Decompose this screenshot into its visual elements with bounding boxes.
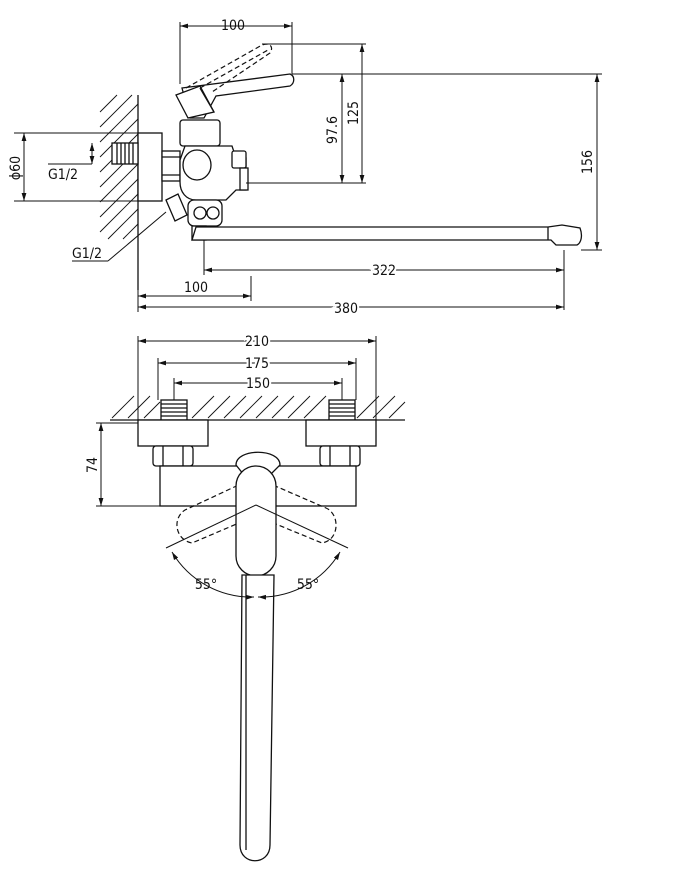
handle-open-position	[185, 43, 273, 93]
dim-height-97-6: 97.6	[246, 43, 366, 184]
label-wall-offset: 100	[184, 280, 208, 296]
spout	[191, 224, 583, 246]
side-view: 100 97.6 125 156 ϕ60	[8, 18, 602, 319]
handle-top-view	[235, 451, 281, 577]
dim-depth-74: 74	[85, 422, 160, 507]
label-width-150: 150	[246, 376, 270, 392]
handle-lever	[175, 73, 295, 119]
dim-width-150: 150	[173, 374, 343, 400]
label-thread-bottom: G1/2	[72, 246, 102, 262]
flanges	[137, 419, 377, 467]
dim-width-210: 210	[137, 332, 377, 420]
label-diameter-60: ϕ60	[8, 156, 24, 180]
wall-flange	[137, 132, 181, 202]
label-width-210: 210	[245, 334, 269, 350]
label-thread-top: G1/2	[48, 167, 78, 183]
label-total-length: 380	[334, 301, 358, 317]
handle-left-position	[176, 481, 247, 544]
spout-top-view	[239, 574, 275, 862]
label-depth-74: 74	[85, 457, 101, 473]
dim-spout-reach: 322	[203, 240, 565, 310]
label-height-156: 156	[580, 150, 596, 174]
label-spout-reach: 322	[372, 263, 396, 279]
top-wall-hatching	[110, 395, 406, 421]
faucet-body	[165, 119, 249, 241]
label-angle-left: 55°	[195, 577, 217, 593]
handle-right-position	[265, 481, 337, 544]
label-height-125: 125	[346, 101, 362, 125]
label-handle-width: 100	[221, 18, 245, 34]
label-angle-right: 55°	[297, 577, 319, 593]
callout-thread-top: G1/2	[48, 143, 95, 183]
callout-thread-bottom: G1/2	[72, 211, 167, 262]
label-height-97-6: 97.6	[325, 116, 341, 144]
top-view: 55° 55° 210 175 150 74	[85, 332, 406, 862]
dim-diameter-60: ϕ60	[8, 132, 138, 202]
label-width-175: 175	[245, 356, 269, 372]
angle-arcs: 55° 55°	[165, 504, 349, 600]
dim-height-156: 156	[292, 73, 602, 251]
inlet-thread	[111, 142, 139, 165]
inlet-right	[328, 399, 356, 421]
dim-handle-width: 100	[179, 18, 293, 84]
dim-total-length: 380	[137, 290, 564, 319]
dim-height-125: 125	[346, 44, 365, 183]
dim-width-175: 175	[157, 354, 357, 400]
dim-wall-offset: 100	[138, 276, 252, 301]
inlet-left	[160, 399, 188, 421]
